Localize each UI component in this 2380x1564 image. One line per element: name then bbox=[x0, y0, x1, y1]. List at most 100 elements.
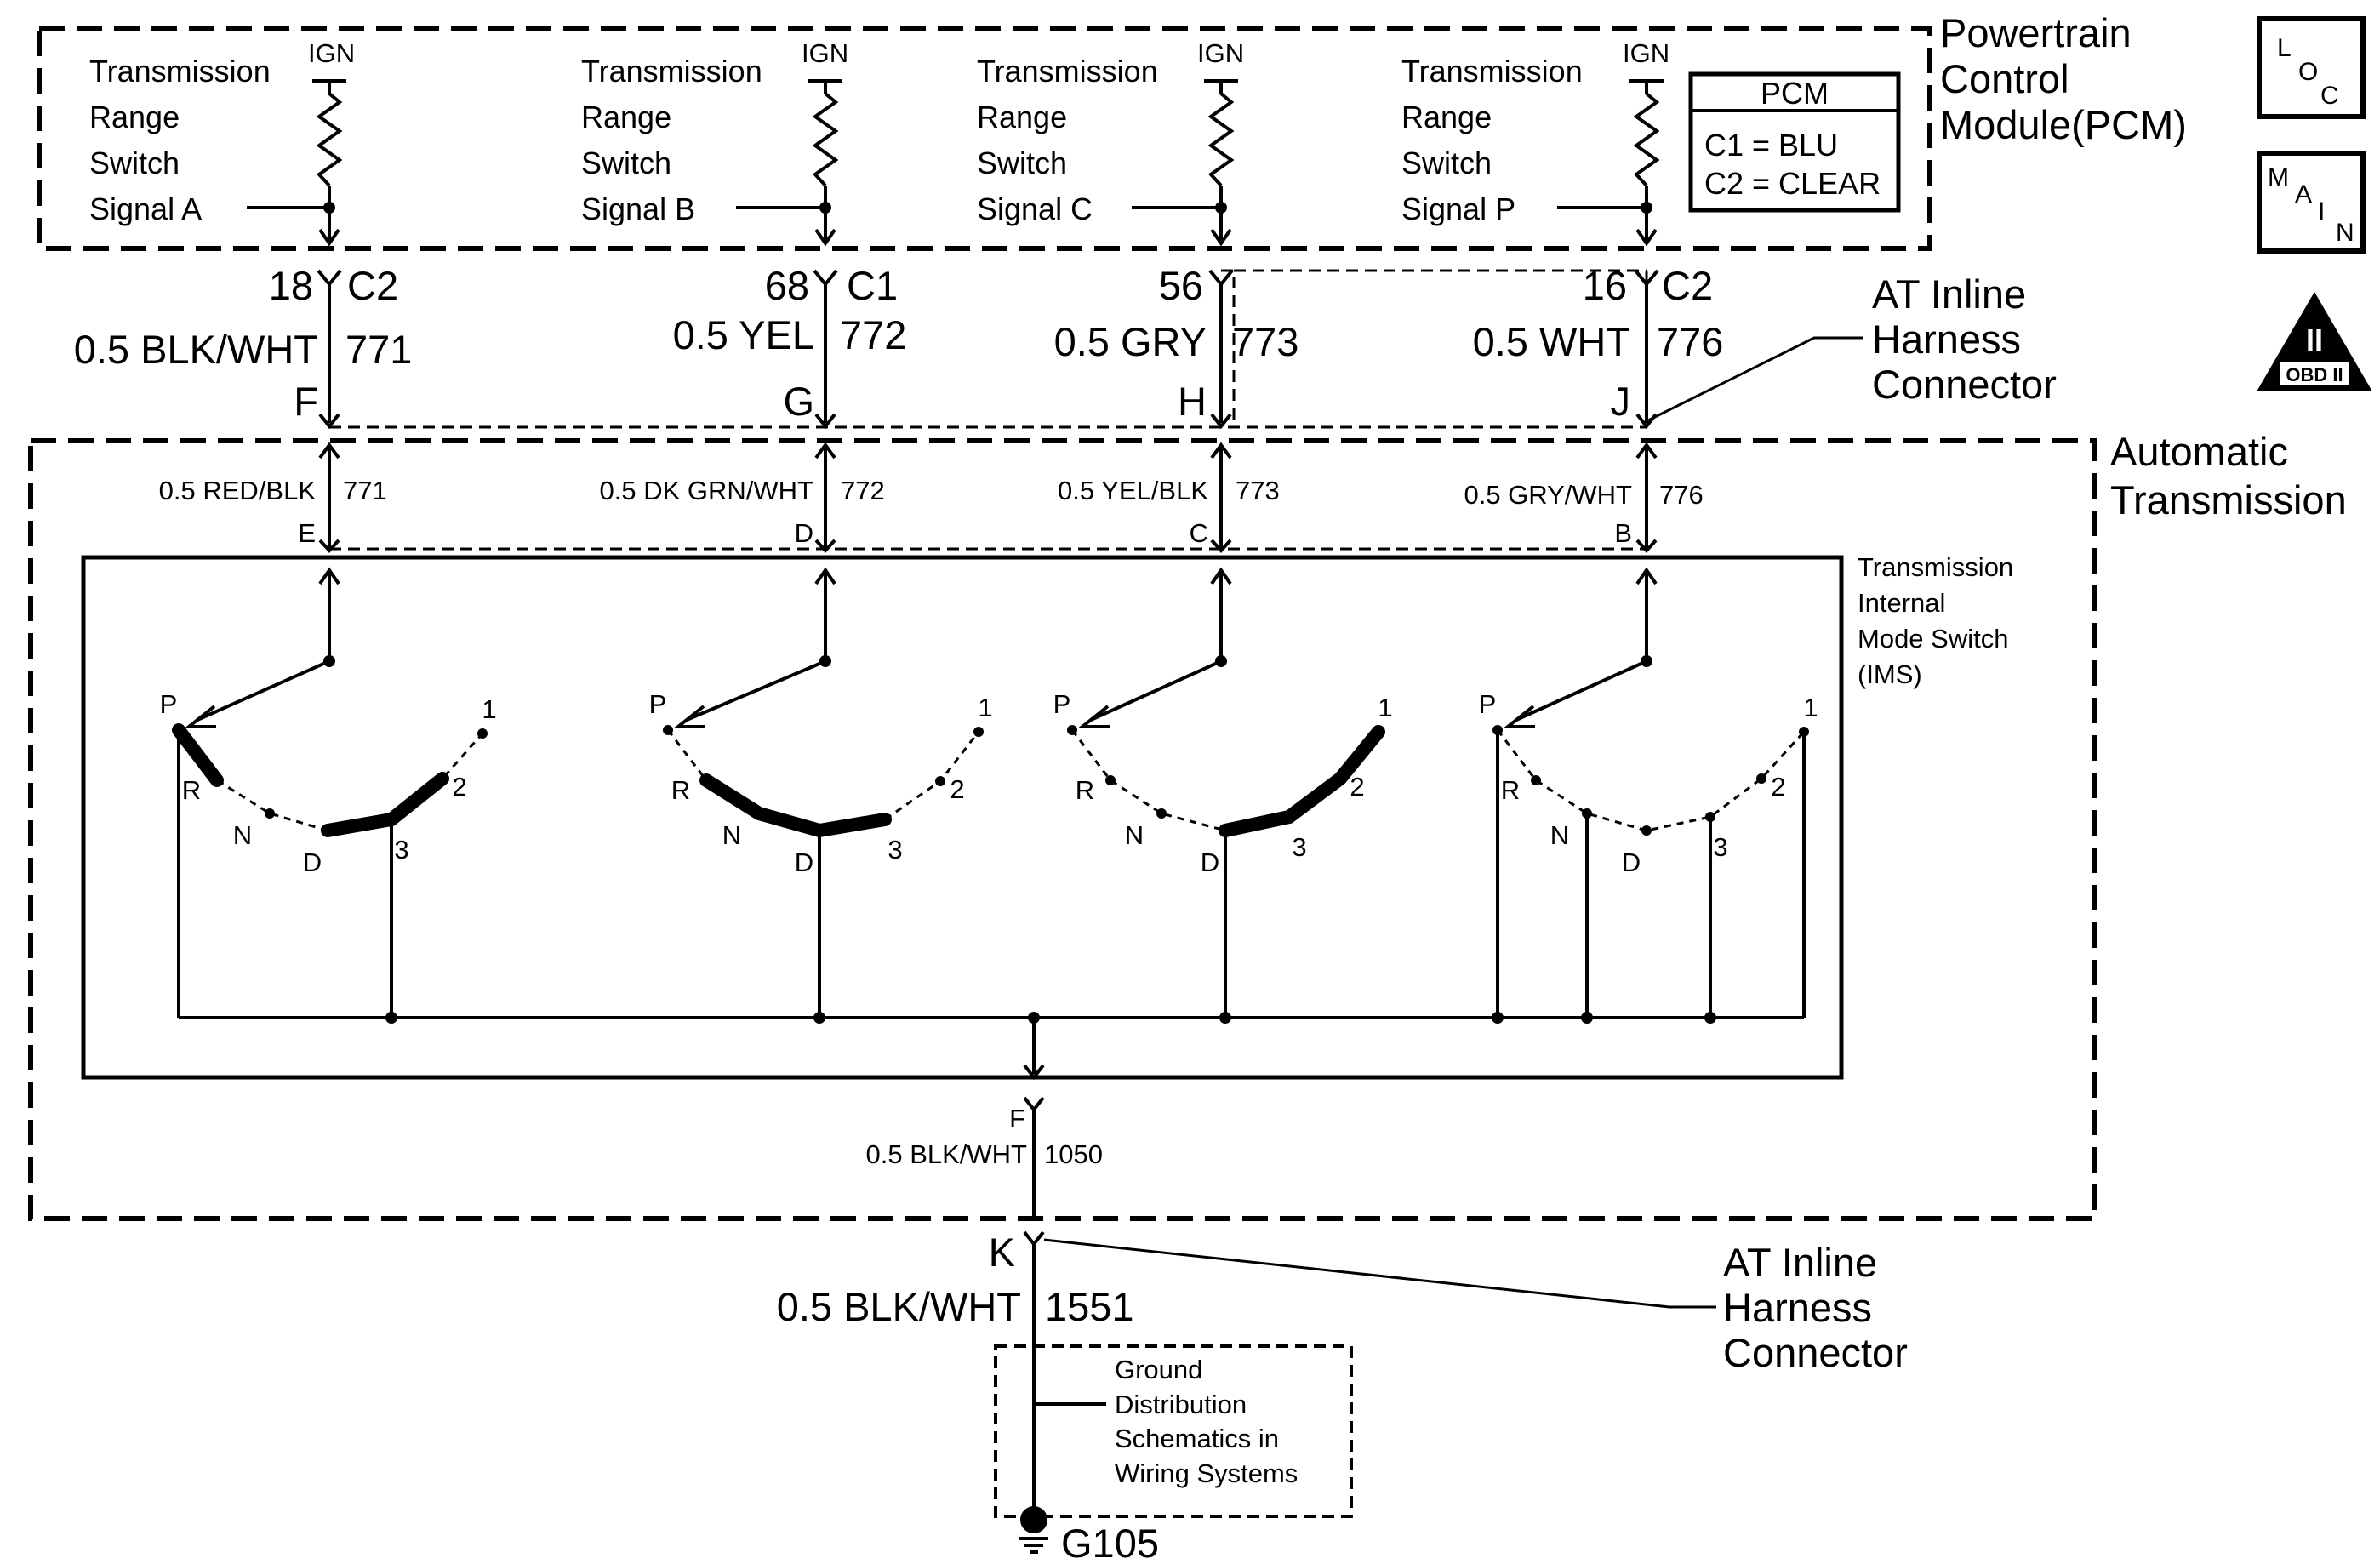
svg-text:II: II bbox=[2306, 323, 2323, 357]
resistor-symbol bbox=[1207, 92, 1235, 187]
signal-label-line: Transmission bbox=[581, 54, 762, 88]
circuit-number: 772 bbox=[840, 312, 906, 357]
inline-connector-bottom-leader bbox=[1043, 1238, 1716, 1309]
circuit-number: 772 bbox=[841, 476, 885, 505]
position-label: 1 bbox=[482, 694, 496, 724]
wire-color-label: 0.5 WHT bbox=[1473, 319, 1630, 364]
position-label: P bbox=[1479, 689, 1497, 719]
svg-text:Connector: Connector bbox=[1723, 1330, 1908, 1375]
position-label: R bbox=[1076, 775, 1094, 805]
pin-arrow bbox=[1210, 228, 1232, 247]
splice-dot bbox=[385, 1012, 397, 1024]
pcm-title-line: Powertrain bbox=[1940, 10, 2132, 55]
switch-contact bbox=[663, 725, 673, 735]
circuit-number: 771 bbox=[343, 476, 387, 505]
wire-color-label: 0.5 BLK/WHT bbox=[74, 327, 318, 372]
splice-dot bbox=[1581, 1012, 1593, 1024]
position-label: 1 bbox=[1378, 693, 1392, 722]
svg-text:M: M bbox=[2268, 163, 2289, 191]
ground-note: Ground Distribution Schematics in Wiring… bbox=[1115, 1355, 1298, 1488]
switch-contact bbox=[1531, 775, 1541, 785]
switch-contact bbox=[973, 727, 984, 737]
wire-color-label: 0.5 YEL bbox=[673, 312, 814, 357]
switch-wiper bbox=[686, 659, 826, 722]
position-label: 3 bbox=[1713, 832, 1727, 862]
connector-cavity: B bbox=[1614, 518, 1632, 548]
position-label: D bbox=[303, 848, 322, 877]
signal-label-line: Transmission bbox=[977, 54, 1158, 88]
transmission-boundary bbox=[28, 438, 2097, 1221]
wire-color-label: 0.5 YEL/BLK bbox=[1058, 476, 1208, 505]
signal-label-line: Switch bbox=[89, 146, 180, 180]
connector-cavity: D bbox=[795, 518, 813, 548]
loc-icon: L O C bbox=[2257, 16, 2366, 119]
splice-dot bbox=[1704, 1012, 1716, 1024]
ign-label: IGN bbox=[308, 38, 355, 68]
position-label: R bbox=[1501, 775, 1520, 805]
signal-channel-p: Transmission Range Switch Signal P IGN bbox=[1401, 38, 1669, 226]
svg-text:Connector: Connector bbox=[1872, 362, 2057, 407]
position-label: 3 bbox=[888, 835, 902, 865]
splice-dot bbox=[813, 1012, 825, 1024]
signal-label-line: Range bbox=[89, 100, 180, 134]
svg-text:Harness: Harness bbox=[1872, 317, 2021, 362]
closed-contact-band bbox=[321, 772, 449, 837]
svg-text:Distribution: Distribution bbox=[1115, 1390, 1247, 1419]
transmission-title: Automatic Transmission bbox=[2110, 429, 2347, 522]
ign-label: IGN bbox=[802, 38, 848, 68]
circuit-number: 1551 bbox=[1045, 1284, 1134, 1329]
signal-channel-c: Transmission Range Switch Signal C IGN bbox=[977, 38, 1244, 226]
svg-text:N: N bbox=[2336, 219, 2354, 247]
position-label: N bbox=[1125, 820, 1144, 850]
position-label: 3 bbox=[1292, 832, 1306, 862]
signal-label-line: Signal A bbox=[89, 191, 202, 226]
switch-contact bbox=[477, 728, 488, 739]
wire-color-label: 0.5 DK GRN/WHT bbox=[600, 476, 814, 505]
pin-fork bbox=[1023, 1230, 1045, 1247]
signal-label-line: Switch bbox=[581, 146, 671, 180]
ground-terminal bbox=[1020, 1506, 1047, 1533]
pcm-connector-id: C2 bbox=[347, 263, 398, 308]
svg-text:Transmission: Transmission bbox=[1858, 552, 2013, 582]
switch-contact bbox=[1641, 825, 1652, 836]
signal-label-line: Signal C bbox=[977, 191, 1093, 226]
connector-cavity: G bbox=[783, 379, 814, 424]
pin-fork bbox=[1208, 269, 1234, 288]
circuit-number: 771 bbox=[345, 327, 412, 372]
position-label: N bbox=[722, 820, 741, 850]
pcm-title-line: Control bbox=[1940, 56, 2069, 101]
resistor-symbol bbox=[1633, 92, 1660, 187]
svg-text:OBD II: OBD II bbox=[2286, 364, 2343, 385]
position-label: R bbox=[182, 775, 201, 805]
signal-label-line: Range bbox=[581, 100, 671, 134]
signal-label-line: Signal B bbox=[581, 191, 695, 226]
pin-fork bbox=[813, 269, 838, 288]
pin-fork bbox=[1635, 539, 1658, 553]
position-label: 1 bbox=[1803, 693, 1818, 722]
main-icon: M A I N bbox=[2257, 151, 2366, 254]
svg-text:AT Inline: AT Inline bbox=[1723, 1240, 1877, 1285]
resistor-symbol bbox=[812, 92, 839, 187]
closed-contact-band bbox=[699, 773, 892, 838]
pcm-connector-id: C1 bbox=[847, 263, 898, 308]
ims-title: Transmission Internal Mode Switch (IMS) bbox=[1858, 552, 2013, 689]
position-label: 2 bbox=[1771, 772, 1785, 802]
ign-label: IGN bbox=[1197, 38, 1244, 68]
switch-contact bbox=[1756, 773, 1766, 784]
position-label: 2 bbox=[452, 772, 466, 802]
connector-cavity: J bbox=[1611, 379, 1631, 424]
circuit-number: 776 bbox=[1657, 319, 1723, 364]
pcm-boundary bbox=[37, 26, 1932, 251]
position-label: P bbox=[649, 689, 667, 719]
wire-color-label: 0.5 BLK/WHT bbox=[866, 1139, 1028, 1169]
circuit-number: 776 bbox=[1659, 480, 1704, 510]
wire-color-label: 0.5 BLK/WHT bbox=[777, 1284, 1021, 1329]
svg-text:O: O bbox=[2298, 58, 2318, 86]
obd-ii-icon: II OBD II bbox=[2257, 292, 2372, 391]
connector-cavity: E bbox=[298, 518, 316, 548]
inline-connector-bottom-label: AT Inline Harness Connector bbox=[1723, 1240, 1908, 1375]
signal-channel-a: Transmission Range Switch Signal A IGN bbox=[89, 38, 355, 226]
connector-cavity: F bbox=[1009, 1104, 1025, 1133]
signal-label-line: Range bbox=[977, 100, 1067, 134]
